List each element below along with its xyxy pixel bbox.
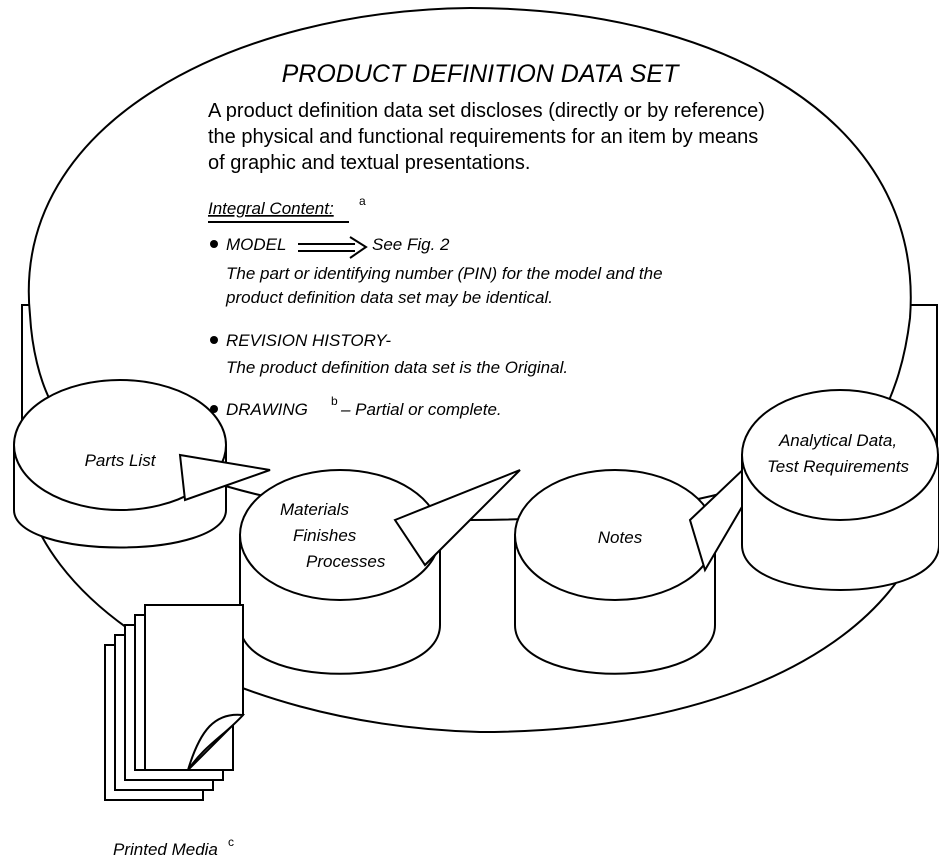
item-revision-heading: REVISION HISTORY- [226,331,391,350]
materials-label-2: Finishes [293,526,357,545]
bullet-icon [210,336,218,344]
materials-label-3: Processes [306,552,386,571]
materials-label-1: Materials [280,500,349,519]
analytical-label-2: Test Requirements [767,457,910,476]
description-line-3: of graphic and textual presentations. [208,152,530,174]
cylinder-materials [239,469,521,675]
cylinder-parts-list [13,379,271,549]
description-line-1: A product definition data set discloses … [208,100,765,122]
arrow-right-icon [298,236,368,259]
printed-media-footnote: c [228,835,234,849]
notes-label: Notes [598,528,643,547]
cylinder-analytical [741,389,939,591]
printed-media-label: Printed Media [113,840,218,859]
item-drawing-heading: DRAWING [226,400,308,419]
parts-list-label: Parts List [85,451,157,470]
item-model-detail-2: product definition data set may be ident… [225,288,553,307]
item-model-reference: See Fig. 2 [372,235,450,254]
item-revision-detail: The product definition data set is the O… [226,358,568,377]
item-model-detail-1: The part or identifying number (PIN) for… [226,264,663,283]
dataset-title: PRODUCT DEFINITION DATA SET [282,60,680,88]
integral-content-label: Integral Content: [208,199,334,218]
item-drawing-footnote: b [331,394,338,408]
item-model-heading: MODEL [226,235,286,254]
description-line-2: the physical and functional requirements… [208,126,758,148]
bullet-icon [210,240,218,248]
analytical-label-1: Analytical Data, [778,431,897,450]
printed-media-icon [104,604,246,801]
item-drawing-suffix: – Partial or complete. [340,400,502,419]
integral-content-footnote: a [359,194,366,208]
cylinder-notes [514,424,791,675]
bullet-icon [210,405,218,413]
